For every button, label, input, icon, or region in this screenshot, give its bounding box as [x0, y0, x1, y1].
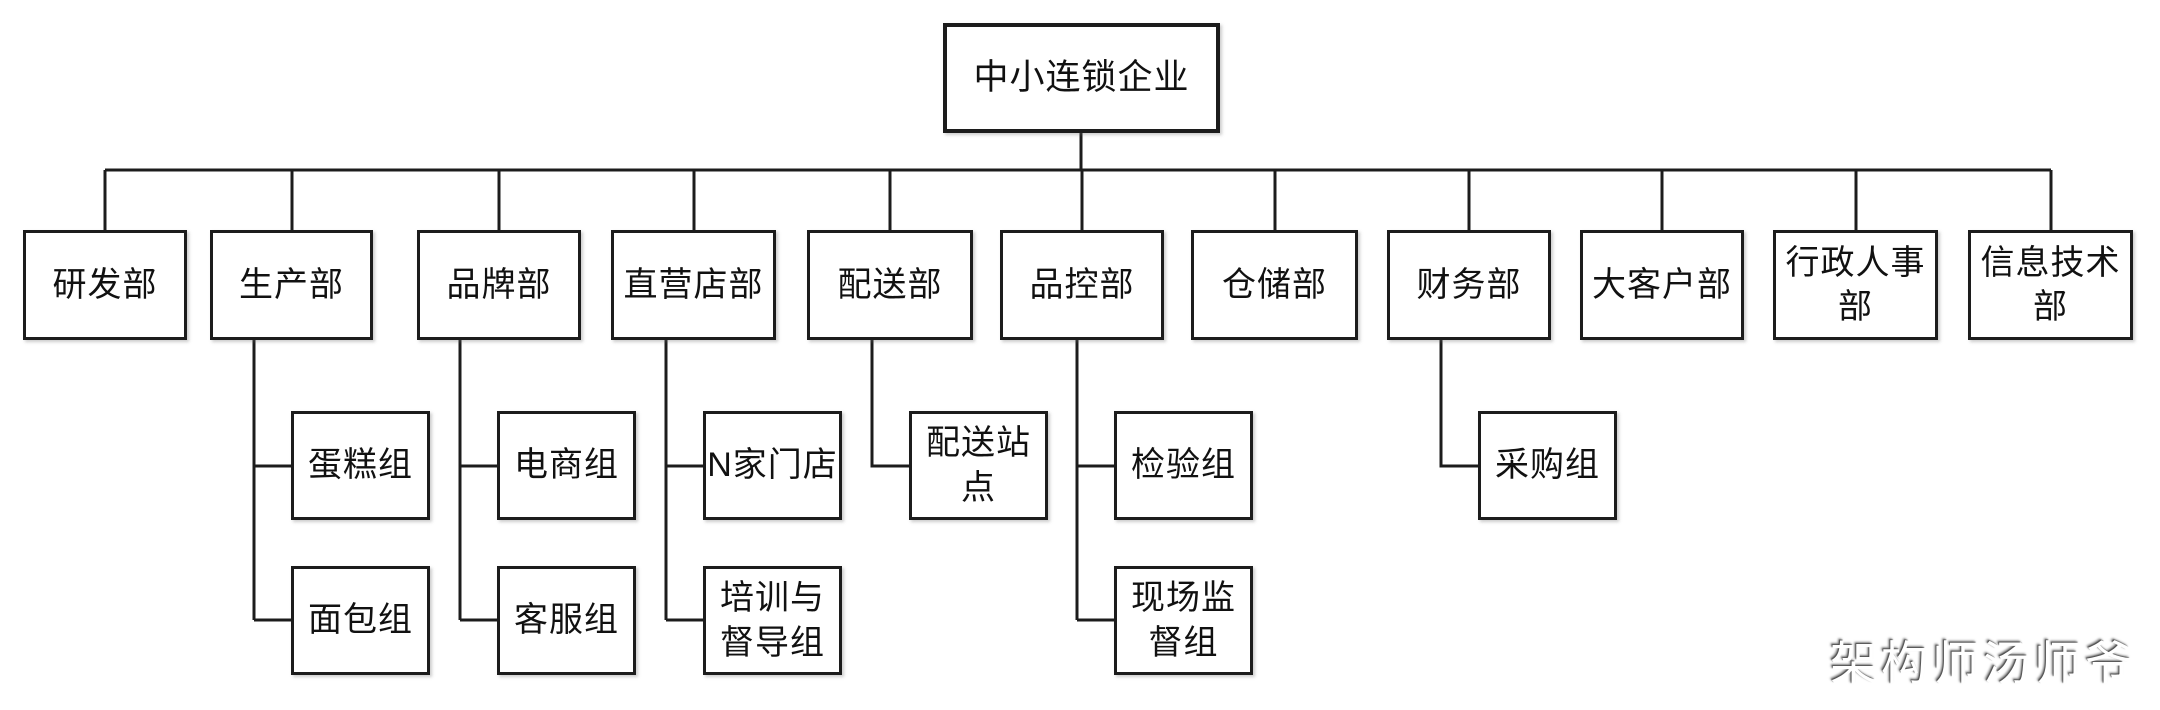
node-cake-group: 蛋糕组	[291, 411, 430, 520]
connector-delivery-children	[870, 340, 909, 468]
connector-direct-store-children	[664, 340, 703, 622]
node-brand-dept: 品牌部	[417, 230, 581, 340]
node-finance-dept: 财务部	[1387, 230, 1551, 340]
node-training-supervision-group: 培训与 督导组	[703, 566, 842, 675]
node-n-stores: N家门店	[703, 411, 842, 520]
node-inspection-group: 检验组	[1114, 411, 1253, 520]
node-delivery-dept: 配送部	[807, 230, 973, 340]
node-customer-service-group: 客服组	[497, 566, 636, 675]
node-key-account-dept: 大客户部	[1580, 230, 1744, 340]
node-warehouse-dept: 仓储部	[1191, 230, 1358, 340]
node-bread-group: 面包组	[291, 566, 430, 675]
node-it-dept: 信息技术 部	[1968, 230, 2133, 340]
connector-finance-children	[1439, 340, 1478, 468]
watermark-text: 架构师汤师爷	[1830, 637, 2136, 690]
node-quality-control-dept: 品控部	[1000, 230, 1164, 340]
node-production-dept: 生产部	[210, 230, 373, 340]
node-root-company: 中小连锁企业	[943, 23, 1220, 133]
node-delivery-station: 配送站 点	[909, 411, 1048, 520]
node-hr-admin-dept: 行政人事 部	[1773, 230, 1938, 340]
node-procurement-group: 采购组	[1478, 411, 1617, 520]
node-ecommerce-group: 电商组	[497, 411, 636, 520]
node-research-dept: 研发部	[23, 230, 187, 340]
connector-brand-children	[458, 340, 497, 622]
connector-production-children	[252, 340, 291, 622]
node-onsite-supervision-group: 现场监 督组	[1114, 566, 1253, 675]
node-direct-store-dept: 直营店部	[611, 230, 776, 340]
connector-quality-children	[1075, 340, 1114, 622]
